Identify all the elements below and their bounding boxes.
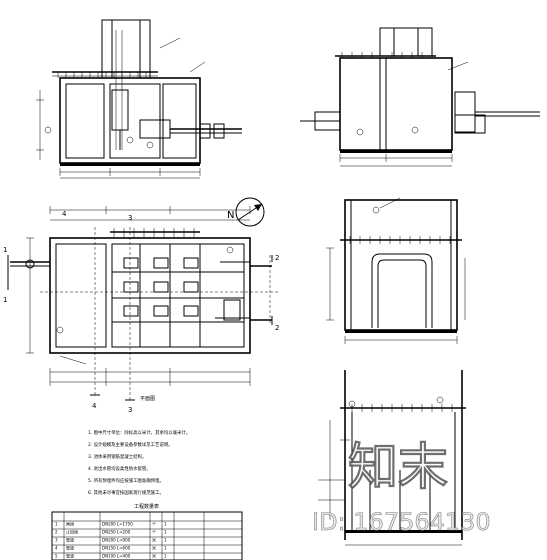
section-view-top-right — [300, 27, 540, 167]
watermark: 知末 ID: 167564130 — [312, 438, 491, 537]
section-view-top-left — [36, 19, 242, 179]
watermark-brand: 知末 — [348, 438, 448, 496]
table-cell: 4 — [55, 546, 58, 551]
north-arrow: N — [227, 197, 265, 227]
table-cell: 管道 — [66, 545, 74, 551]
note-line: 6. 其他未尽事宜按国家现行规范施工。 — [88, 489, 164, 496]
table-cell: 米 — [152, 545, 156, 551]
note-line: 1. 图中尺寸单位：除标高以米计，其余均以毫米计。 — [88, 429, 190, 436]
section-mark-3b: 3 — [128, 214, 132, 222]
table-cell: DN250 L=200 — [102, 530, 131, 535]
note-line: 3. 池体采用钢筋混凝土结构。 — [88, 453, 146, 460]
watermark-id: ID: 167564130 — [312, 508, 491, 536]
table-cell: DN200 L=1750 — [102, 522, 133, 527]
equipment-table: 1 闸阀 DN200 L=1750 个 1 2 止回阀 DN250 L=200 个 1 3 管道 DN2… — [51, 511, 243, 560]
section-mark-2b: 2 — [275, 324, 279, 332]
plan-title: 平面图 — [140, 396, 155, 402]
section-marks: 1 1 2 2 3 3 4 4 — [3, 210, 279, 414]
table-cell: 1 — [55, 522, 58, 527]
section-mark-3a: 3 — [128, 406, 132, 414]
table-cell: 1 — [164, 554, 167, 559]
table-cell: 5 — [55, 554, 58, 559]
table-cell: 米 — [152, 537, 156, 543]
table-cell: 个 — [152, 522, 156, 527]
section-view-middle-right — [326, 197, 466, 344]
section-mark-1b: 1 — [3, 296, 7, 304]
table-cell: 1 — [164, 546, 167, 551]
table-cell: 个 — [152, 530, 156, 535]
note-line: 4. 进出水管均设柔性防水套管。 — [88, 465, 151, 472]
section-mark-4a: 4 — [92, 402, 97, 410]
table-cell: 1 — [164, 530, 167, 535]
section-mark-1a: 1 — [3, 246, 7, 254]
table-cell: 米 — [152, 553, 156, 559]
section-mark-2a: 2 — [275, 254, 279, 262]
table-cell: 闸阀 — [66, 521, 74, 527]
plan-view — [7, 206, 280, 401]
section-view-bottom-right — [318, 370, 466, 546]
table-cell: 2 — [55, 530, 58, 535]
table-cell: DN100 L=400 — [102, 554, 131, 559]
table-cell: 1 — [164, 522, 167, 527]
table-cell: DN200 L=900 — [102, 538, 131, 543]
table-cell: 管道 — [66, 553, 74, 559]
table-cell: 管道 — [66, 537, 74, 543]
table-cell: 止回阀 — [66, 529, 78, 535]
section-mark-4b: 4 — [62, 210, 67, 218]
table-cell: DN150 L=600 — [102, 546, 131, 551]
table-cell: 1 — [164, 538, 167, 543]
table-cell: 3 — [55, 538, 58, 543]
note-line: 2. 设计规模及主要设备参数详见工艺说明。 — [88, 441, 173, 448]
notes-block: 1. 图中尺寸单位：除标高以米计，其余均以毫米计。 2. 设计规模及主要设备参数… — [88, 429, 190, 496]
table-title: 工程数量表 — [134, 503, 159, 510]
north-label: N — [227, 210, 234, 221]
note-line: 5. 所有预埋件均应按施工图准确预埋。 — [88, 477, 164, 484]
